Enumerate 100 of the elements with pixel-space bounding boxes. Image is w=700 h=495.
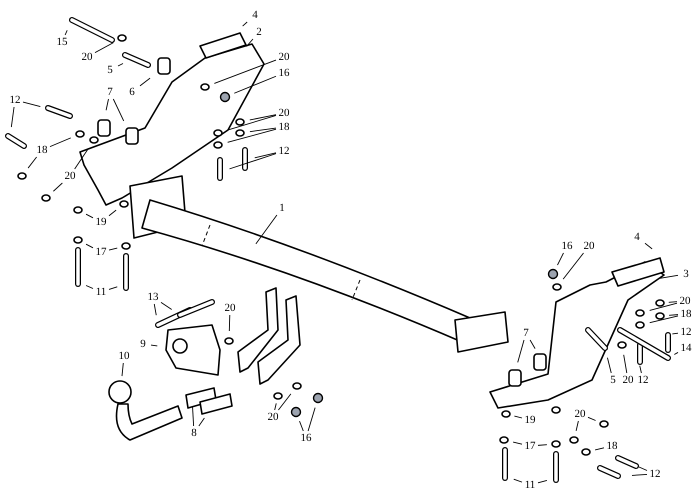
callout-number: 5 <box>102 63 118 77</box>
leader-line <box>108 210 117 216</box>
leader-line <box>308 407 316 432</box>
leader-line <box>106 98 109 111</box>
leader-line <box>198 418 205 426</box>
callout-number: 5 <box>605 373 621 387</box>
leader-line <box>228 314 230 332</box>
leader-line <box>108 286 118 290</box>
leader-line <box>594 447 604 450</box>
leader-line <box>576 420 579 432</box>
leader-line <box>118 63 124 66</box>
leader-line <box>557 252 564 266</box>
callout-number: 20 <box>677 294 693 308</box>
leader-line <box>112 98 124 122</box>
leader-line <box>649 315 678 324</box>
leader-line <box>150 344 158 346</box>
leader-line <box>278 393 292 410</box>
leader-line <box>255 214 278 244</box>
callout-number: 10 <box>116 349 132 363</box>
leader-line <box>672 332 678 334</box>
leader-line <box>86 244 94 248</box>
callout-number: 13 <box>145 290 161 304</box>
leader-line <box>644 242 653 250</box>
leader-line <box>22 102 41 107</box>
leader-line <box>246 38 254 47</box>
callout-number: 1 <box>274 201 290 215</box>
leader-line <box>86 214 94 218</box>
leader-line <box>50 137 72 148</box>
leader-line <box>108 248 118 251</box>
callout-number: 17 <box>93 245 109 259</box>
callout-number: 15 <box>54 35 70 49</box>
callout-number: 20 <box>581 239 597 253</box>
callout-number: 20 <box>620 373 636 387</box>
callout-number: 18 <box>604 439 620 453</box>
leader-line <box>588 416 596 421</box>
callout-number: 7 <box>102 85 118 99</box>
leader-line <box>638 466 648 471</box>
callout-number: 12 <box>276 144 292 158</box>
callout-number: 9 <box>135 337 151 351</box>
leader-line <box>668 314 678 316</box>
leader-line <box>94 42 114 54</box>
callout-number: 2 <box>251 25 267 39</box>
leader-line <box>530 340 536 350</box>
leader-line <box>623 354 628 374</box>
callout-number: 12 <box>635 373 651 387</box>
leader-line <box>538 444 548 446</box>
leader-line <box>160 302 172 310</box>
callout-number: 7 <box>518 326 534 340</box>
callout-number: 16 <box>298 431 314 445</box>
leader-line <box>249 114 276 120</box>
callout-number: 18 <box>678 307 694 321</box>
leader-line <box>229 153 276 170</box>
leader-line <box>514 416 522 418</box>
leader-line <box>227 128 276 143</box>
callout-number: 11 <box>93 285 109 299</box>
leader-line <box>512 442 522 445</box>
callout-number: 16 <box>276 66 292 80</box>
callout-number: 12 <box>678 325 694 339</box>
callout-number: 20 <box>265 410 281 424</box>
leader-line <box>192 406 194 426</box>
leader-line <box>674 352 678 355</box>
leader-line <box>274 402 277 410</box>
leader-line <box>28 156 38 169</box>
leader-line <box>214 60 276 84</box>
leader-line <box>254 152 276 158</box>
leader-line <box>668 301 678 303</box>
leader-line <box>64 30 68 36</box>
leader-line <box>538 480 548 484</box>
callout-number: 18 <box>276 120 292 134</box>
leader-line <box>86 285 94 289</box>
leader-line <box>227 114 276 131</box>
leader-line <box>649 302 678 311</box>
callout-number: 20 <box>572 407 588 421</box>
callout-number: 20 <box>276 106 292 120</box>
callout-number: 6 <box>124 85 140 99</box>
callout-number: 12 <box>647 467 663 481</box>
leader-line <box>639 365 642 374</box>
leader-line <box>606 357 612 374</box>
callout-number: 12 <box>7 93 23 107</box>
leader-line <box>249 128 276 132</box>
leader-line <box>513 478 522 483</box>
callout-number: 20 <box>79 50 95 64</box>
callout-number: 11 <box>522 478 538 492</box>
leader-line <box>10 106 14 128</box>
leader-line <box>154 304 157 316</box>
callout-number: 3 <box>678 267 694 281</box>
leader-line <box>562 252 584 280</box>
leader-line <box>74 148 89 170</box>
leader-line <box>234 76 276 94</box>
callout-number: 20 <box>276 50 292 64</box>
callout-number: 18 <box>34 143 50 157</box>
callout-number: 8 <box>186 426 202 440</box>
leader-line <box>659 274 678 279</box>
callout-number: 4 <box>247 8 263 22</box>
callout-number: 19 <box>93 215 109 229</box>
leader-line <box>632 474 648 476</box>
callout-number: 17 <box>522 439 538 453</box>
callout-number: 4 <box>629 230 645 244</box>
leader-line <box>52 182 63 192</box>
leader-line <box>517 340 524 363</box>
